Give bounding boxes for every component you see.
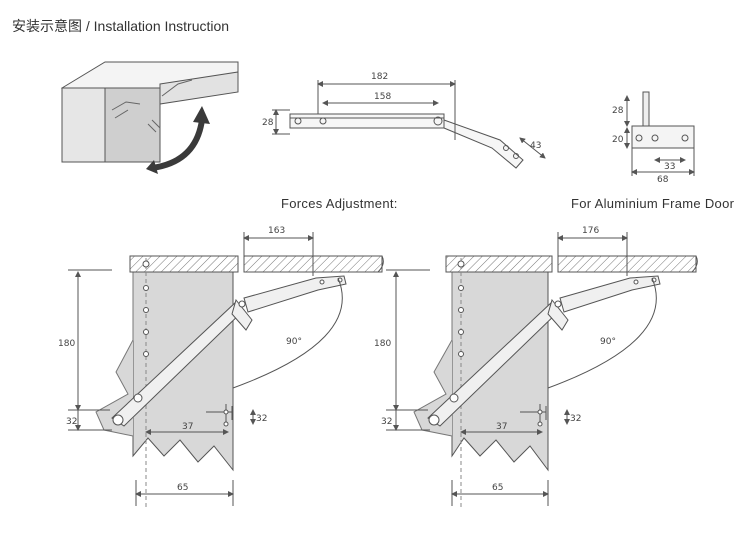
dim-arm-length: 43 — [530, 141, 541, 151]
dim-base-width: 68 — [657, 175, 669, 185]
dim-base-top-height: 28 — [612, 106, 624, 116]
left-dim-top-offset: 163 — [268, 226, 285, 236]
right-dim-bottom-width: 65 — [492, 483, 503, 493]
right-dim-top-offset: 176 — [582, 226, 599, 236]
stay-side-view — [272, 80, 546, 169]
left-install-diagram — [95, 255, 384, 510]
right-dim-angle: 90° — [600, 337, 616, 347]
right-dim-height: 180 — [374, 339, 391, 349]
dim-hole-span: 33 — [664, 162, 675, 172]
left-dim-horizontal: 37 — [182, 422, 193, 432]
left-dim-bottom-offset: 32 — [66, 417, 77, 427]
rotate-arrow-icon — [151, 119, 205, 171]
dim-overall-length: 182 — [371, 72, 388, 82]
base-plate-view — [624, 91, 695, 176]
right-install-diagram — [413, 255, 698, 510]
dim-base-body-height: 20 — [612, 135, 624, 145]
right-dim-small: 32 — [570, 414, 581, 424]
left-dim-angle: 90° — [286, 337, 302, 347]
left-dim-small: 32 — [256, 414, 267, 424]
dim-inner-length: 158 — [374, 92, 391, 102]
dim-side-height: 28 — [262, 118, 274, 128]
right-dimension-lines — [386, 232, 628, 506]
left-dim-bottom-width: 65 — [177, 483, 188, 493]
left-dim-height: 180 — [58, 339, 75, 349]
page-title: 安装示意图 / Installation Instruction — [12, 18, 230, 34]
aluminium-frame-label: For Aluminium Frame Door — [571, 196, 735, 211]
rotate-arrow-head-icon — [193, 106, 210, 124]
right-dim-horizontal: 37 — [496, 422, 507, 432]
forces-adjustment-label: Forces Adjustment: — [281, 196, 398, 211]
cabinet-3d-illustration — [60, 61, 239, 163]
rotate-arrow-tail-icon — [146, 160, 158, 174]
left-dimension-lines — [68, 232, 314, 506]
right-dim-bottom-offset: 32 — [381, 417, 392, 427]
